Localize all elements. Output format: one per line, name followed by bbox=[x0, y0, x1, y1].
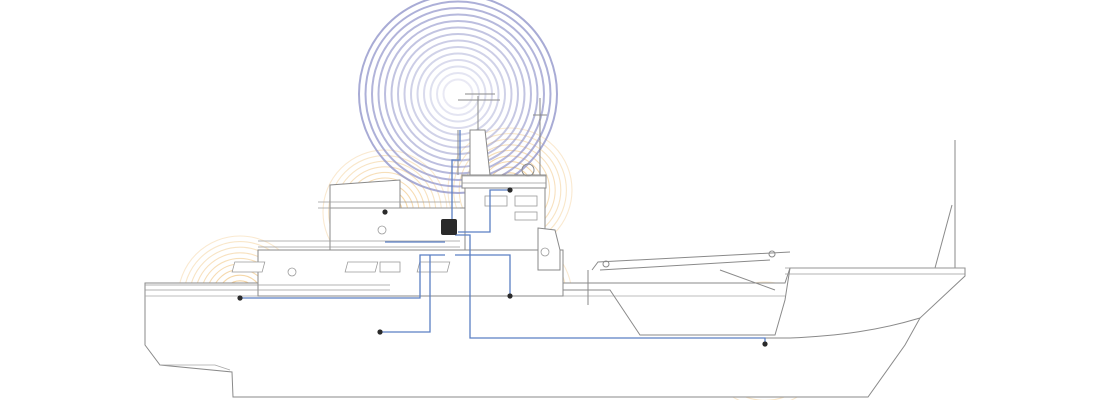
radio-ring bbox=[358, 0, 558, 194]
superstructure bbox=[145, 93, 965, 305]
dome-antenna bbox=[521, 163, 535, 177]
speaker-icon bbox=[237, 295, 243, 301]
speaker-icon bbox=[507, 187, 513, 193]
window bbox=[231, 261, 266, 273]
porthole bbox=[377, 225, 387, 235]
cable-run bbox=[455, 254, 511, 295]
foremast-stay bbox=[934, 204, 953, 269]
crane-sheave bbox=[602, 260, 610, 268]
radio-coverage bbox=[358, 0, 558, 194]
wheelhouse-top bbox=[461, 174, 547, 189]
window bbox=[379, 261, 401, 273]
device-layer bbox=[237, 187, 768, 347]
crane-sheave bbox=[768, 250, 776, 258]
crane-boom-lower bbox=[599, 259, 771, 271]
bilge-line bbox=[160, 364, 231, 371]
speaker-icon bbox=[762, 341, 768, 347]
cable-run bbox=[240, 254, 445, 299]
amplifier-unit bbox=[441, 219, 457, 235]
cable-run bbox=[455, 234, 766, 343]
bridge-window bbox=[514, 195, 538, 207]
main-mast-base bbox=[469, 129, 491, 176]
window bbox=[344, 261, 379, 273]
porthole bbox=[287, 267, 297, 277]
radio-ring bbox=[371, 7, 545, 181]
cable-run bbox=[380, 255, 431, 333]
crane-boom bbox=[591, 251, 791, 271]
speaker-icon bbox=[377, 329, 383, 335]
radio-ring bbox=[364, 0, 552, 188]
railings bbox=[145, 175, 965, 291]
bridge-window bbox=[514, 211, 538, 221]
bridge-window bbox=[484, 195, 508, 207]
aft-cabin bbox=[329, 179, 401, 209]
crane-arm bbox=[719, 269, 776, 291]
waterline bbox=[470, 317, 921, 339]
cable-layer bbox=[240, 130, 766, 343]
cable-run bbox=[458, 189, 510, 233]
speaker-icon bbox=[382, 209, 388, 215]
deck-house-lower bbox=[257, 249, 564, 297]
window bbox=[416, 261, 451, 273]
speaker-icon bbox=[507, 293, 513, 299]
cable-run bbox=[451, 130, 461, 225]
windows bbox=[231, 195, 550, 277]
porthole bbox=[540, 247, 550, 257]
crane bbox=[587, 250, 791, 305]
bridge-wing bbox=[537, 227, 561, 271]
